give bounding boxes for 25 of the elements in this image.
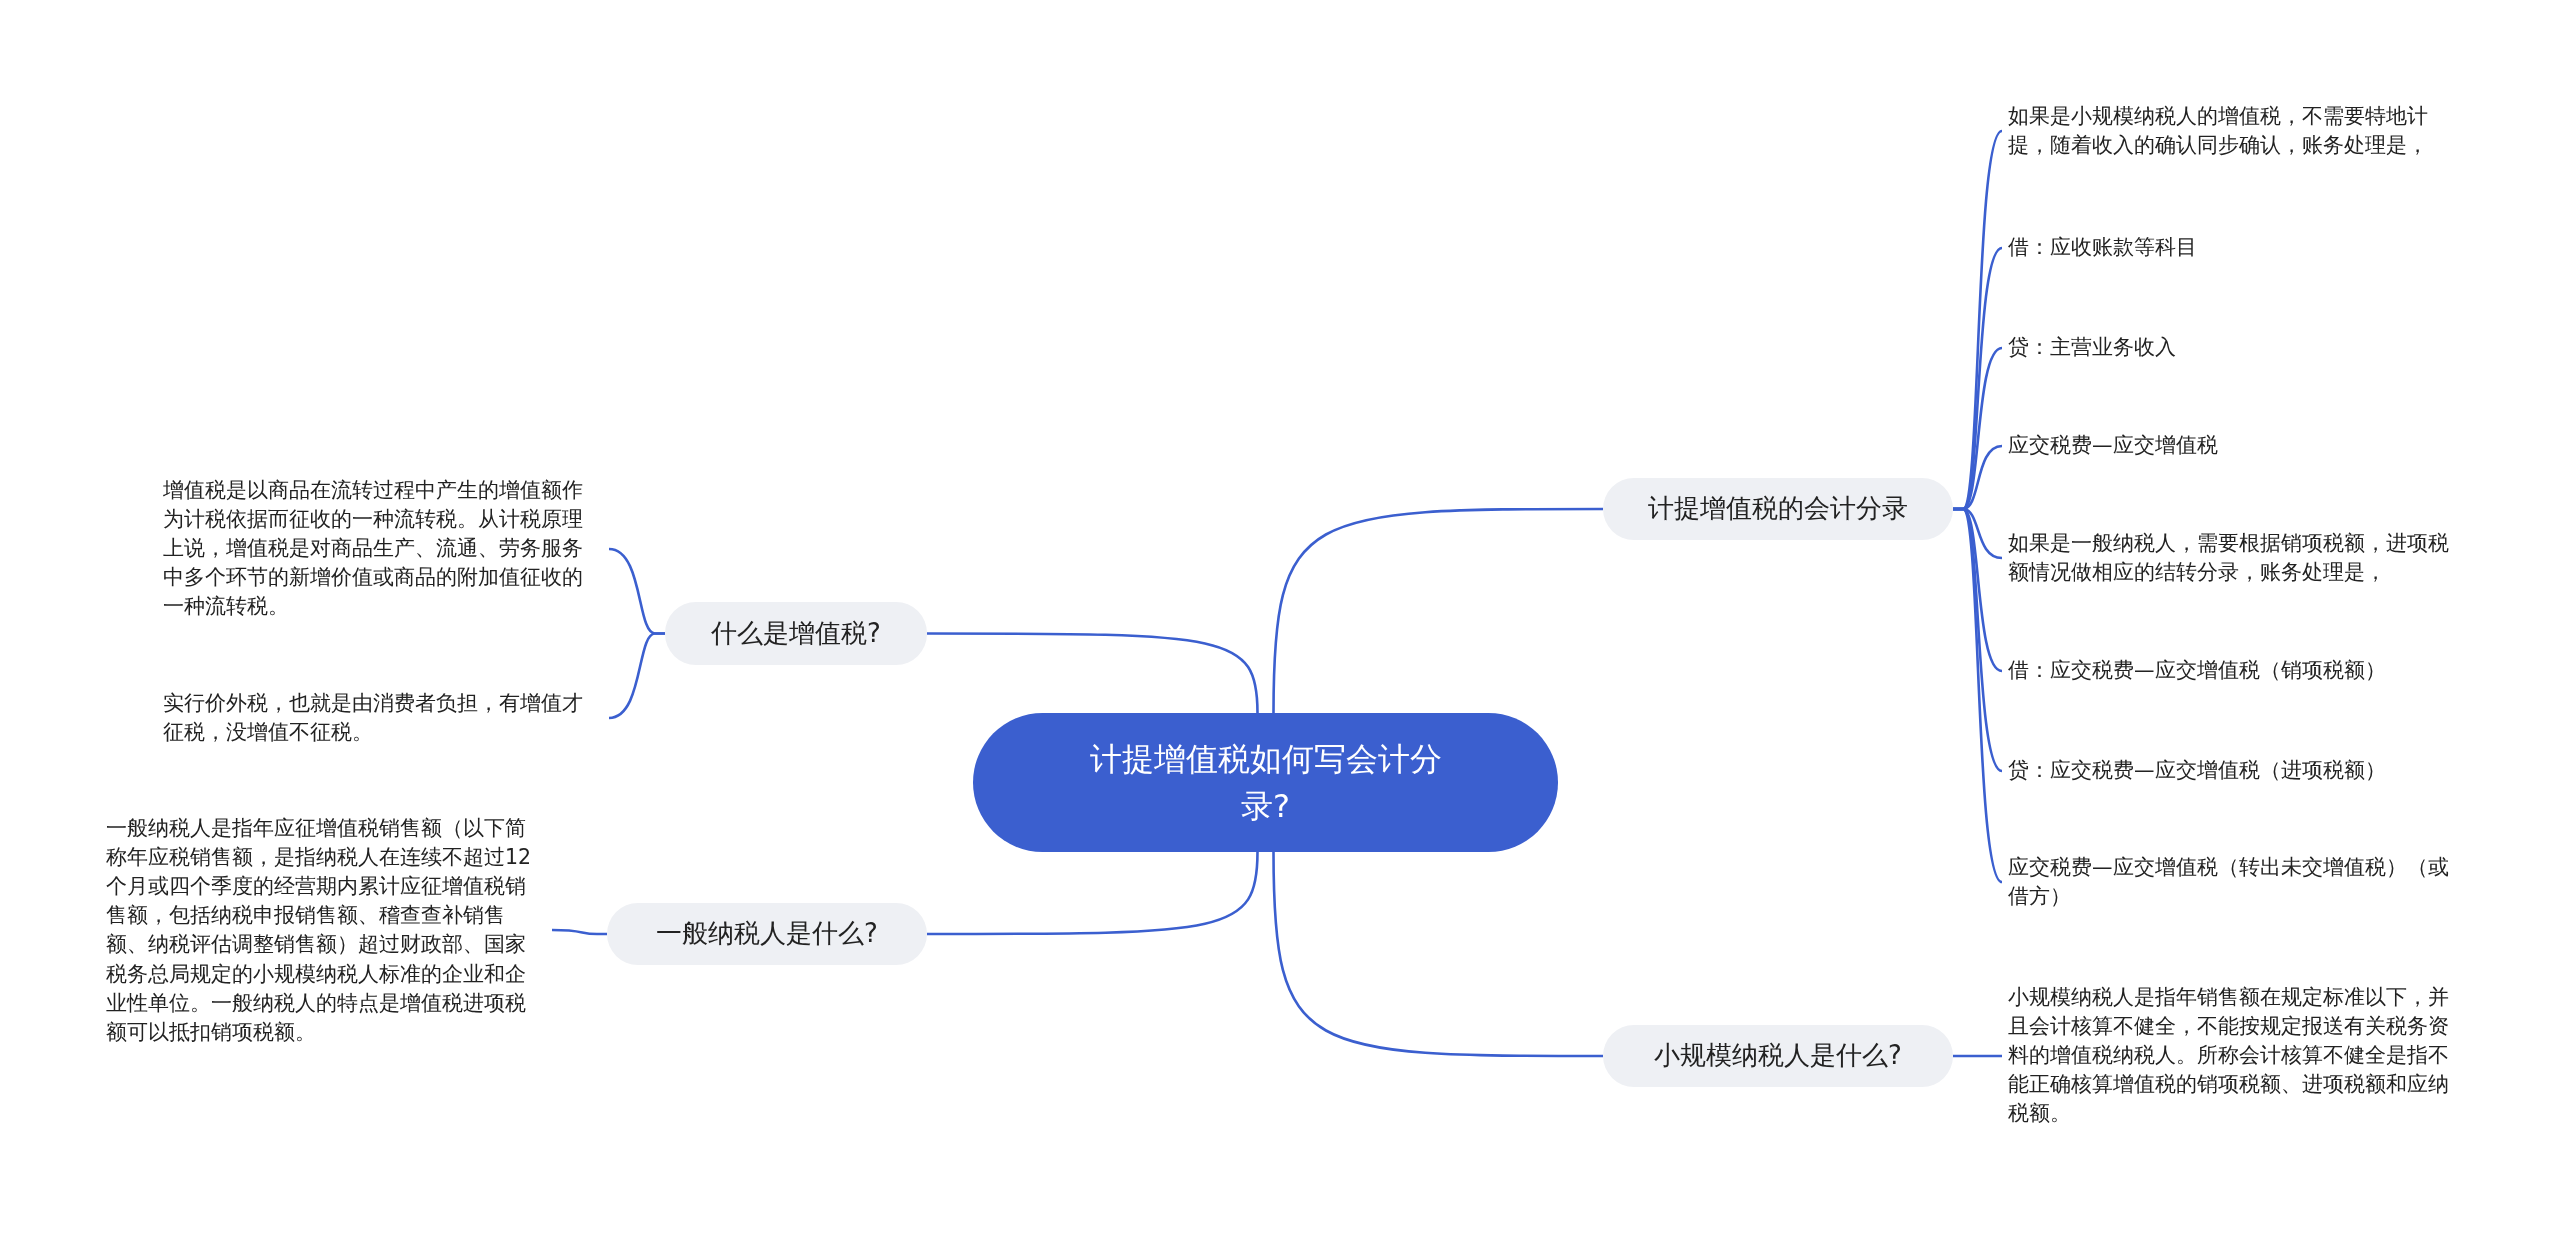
subtopic-text: 贷：应交税费—应交增值税（进项税额）	[2008, 757, 2386, 785]
subtopic-text: 应交税费—应交增值税	[2008, 432, 2218, 460]
connector-line	[1272, 851, 1603, 1058]
subtopic-text: 增值税是以商品在流转过程中产生的增值额作为计税依据而征收的一种流转税。从计税原理上说，增值税是对商品生产、流通、劳务服务中多个环节的新增价值或商品的附加值征收的一种流转税。	[163, 477, 584, 621]
subtopic-text: 借：应交税费—应交增值税（销项税额）	[2008, 657, 2386, 685]
subtopic-text: 如果是一般纳税人，需要根据销项税额，进项税额情况做相应的结转分录，账务处理是，	[2008, 529, 2450, 586]
topic-label: 一般纳税人是什么?	[656, 917, 878, 951]
subtopic-text: 贷：主营业务收入	[2008, 334, 2176, 362]
connector-line	[1953, 507, 2003, 883]
topic-label: 计提增值税如何写会计分录?	[1088, 739, 1443, 827]
connector-line	[927, 632, 1259, 714]
connector-line	[552, 928, 607, 936]
connector-line	[1953, 1054, 2002, 1058]
subtopic-text: 借：应收账款等科目	[2008, 234, 2197, 262]
topic-label: 计提增值税的会计分录	[1648, 492, 1908, 526]
subtopic-text: 一般纳税人是指年应征增值税销售额（以下简称年应税销售额，是指纳税人在连续不超过12个月或四个季度的经营期内累计应征增值税销售额，包括纳税申报销售额、稽查查补销售额、纳税评估调整销售额）超过财政部、国家税务总局规定的小规模纳税人标准的企业和企业性单位。一般纳税人的特点是增值税进项税额可以抵扣销项税额。	[106, 814, 533, 1046]
connector-line	[1272, 507, 1603, 714]
topic-label: 什么是增值税?	[711, 616, 881, 650]
topic-label: 小规模纳税人是什么?	[1654, 1039, 1902, 1073]
subtopic-text: 如果是小规模纳税人的增值税，不需要特地计提，随着收入的确认同步确认，账务处理是，	[2008, 102, 2429, 159]
subtopic-text: 实行价外税，也就是由消费者负担，有增值才征税，没增值不征税。	[163, 689, 584, 746]
subtopic-text: 应交税费—应交增值税（转出未交增值税）（或借方）	[2008, 853, 2450, 910]
connector-line	[608, 632, 665, 720]
subtopic-text: 小规模纳税人是指年销售额在规定标准以下，并且会计核算不健全，不能按规定报送有关税务资料的增值税纳税人。所称会计核算不健全是指不能正确核算增值税的销项税额、进项税额和应纳税额。	[2008, 984, 2450, 1128]
connector-line	[927, 851, 1259, 936]
